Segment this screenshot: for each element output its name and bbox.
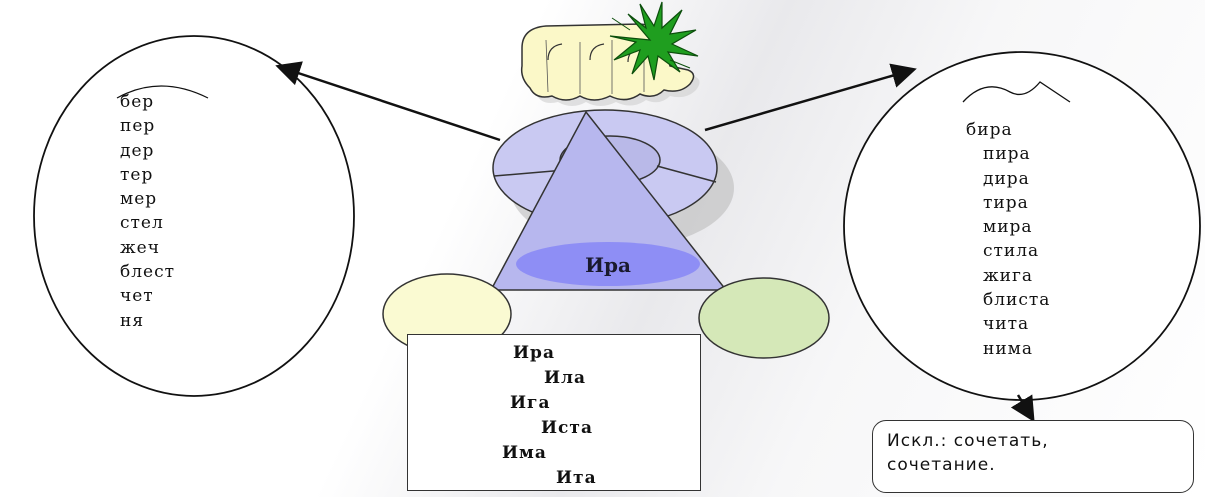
triangle-inner-oval bbox=[516, 242, 700, 286]
word-item: блест bbox=[120, 262, 176, 283]
word-item: чет bbox=[120, 286, 154, 307]
word-item: Ига bbox=[510, 393, 551, 413]
right-word-list: бира пира дира тира мира стила жига блис… bbox=[966, 118, 1050, 361]
word-item: бира bbox=[966, 120, 1013, 140]
word-item: стила bbox=[983, 241, 1040, 262]
word-item: дер bbox=[120, 140, 155, 161]
word-item: Ила bbox=[544, 368, 587, 388]
word-item: чита bbox=[983, 314, 1030, 335]
word-item: мер bbox=[120, 189, 158, 210]
word-item: пер bbox=[120, 116, 156, 137]
word-item: жеч bbox=[120, 237, 160, 258]
word-item: Ита bbox=[556, 468, 597, 488]
right-small-oval bbox=[698, 277, 830, 359]
word-item: Иста bbox=[541, 418, 593, 438]
word-item: ня bbox=[120, 310, 145, 331]
word-item: тира bbox=[983, 192, 1029, 213]
word-item: нима bbox=[983, 338, 1034, 359]
triangle-label: Ира bbox=[585, 253, 631, 277]
palm-tree-icon bbox=[609, 1, 699, 81]
exception-note-line: сочетание. bbox=[887, 455, 996, 475]
word-item: жига bbox=[983, 265, 1034, 286]
right-oval-arc bbox=[962, 81, 1071, 103]
left-oval-arc bbox=[116, 85, 209, 99]
center-word-box: Ира Ила Ига Иста Има Ита bbox=[407, 334, 701, 491]
triangle bbox=[489, 110, 728, 291]
word-item: пира bbox=[983, 144, 1031, 165]
exception-note-line: Искл.: сочетать, bbox=[887, 431, 1049, 451]
word-item: дира bbox=[983, 168, 1030, 189]
word-item: тер bbox=[120, 164, 154, 185]
word-item: стел bbox=[120, 213, 164, 234]
word-item: бер bbox=[120, 92, 155, 112]
arrow-to-right-oval bbox=[704, 63, 917, 132]
word-item: Има bbox=[502, 443, 547, 463]
word-item: блиста bbox=[983, 290, 1051, 311]
left-oval bbox=[33, 35, 355, 397]
arrow-to-left-oval bbox=[275, 61, 501, 142]
word-item: мира bbox=[983, 217, 1033, 238]
arrow-to-note bbox=[1010, 394, 1035, 423]
left-word-list: бер пер дер тер мер стел жеч блест чет н… bbox=[120, 90, 175, 333]
word-item: Ира bbox=[513, 343, 555, 363]
exception-note: Искл.: сочетать, сочетание. bbox=[872, 420, 1194, 493]
